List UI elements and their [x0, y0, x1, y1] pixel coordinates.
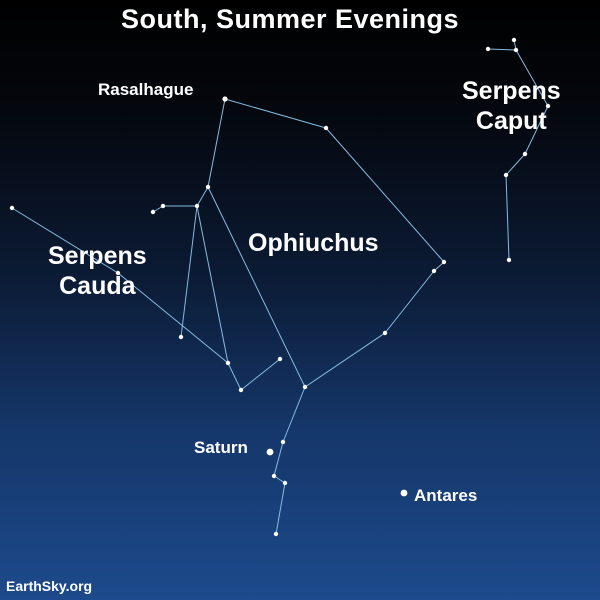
star: [485, 46, 491, 52]
label-serpens-caput-line2: Caput: [475, 107, 547, 135]
star: [238, 387, 244, 393]
constellation-line: [505, 174, 510, 261]
star: [194, 203, 200, 209]
star: [506, 257, 512, 263]
label-serpens-caput: Serpens Caput: [462, 76, 561, 136]
star: [205, 184, 211, 190]
constellation-line: [487, 48, 517, 51]
label-serpens-cauda-line2: Cauda: [59, 272, 136, 300]
star: [503, 172, 509, 178]
star: [431, 268, 437, 274]
constellation-line: [433, 261, 445, 272]
star: [160, 203, 166, 209]
constellation-line: [180, 205, 198, 338]
star: [323, 125, 329, 131]
star: [222, 96, 228, 102]
constellation-line: [282, 386, 306, 443]
saturn-point: [266, 448, 274, 456]
star: [9, 205, 15, 211]
star: [382, 330, 388, 336]
star: [511, 37, 517, 43]
constellation-line: [196, 186, 209, 207]
label-ophiuchus: Ophiuchus: [248, 229, 379, 257]
constellation-line: [224, 98, 327, 129]
star: [441, 259, 447, 265]
label-rasalhague: Rasalhague: [98, 80, 194, 99]
constellation-line: [240, 358, 281, 391]
constellation-line: [275, 482, 286, 535]
star: [271, 473, 277, 479]
constellation-line: [524, 105, 549, 155]
star: [302, 384, 308, 390]
label-serpens-cauda: Serpens Cauda: [48, 241, 147, 301]
star: [178, 334, 184, 340]
stars: [9, 37, 551, 537]
star: [273, 531, 279, 537]
constellation-line: [227, 362, 242, 391]
constellation-line: [207, 186, 306, 388]
antares-point: [400, 489, 408, 497]
constellation-line: [505, 153, 526, 176]
constellation-line: [196, 205, 229, 364]
label-serpens-caput-line1: Serpens: [462, 77, 561, 105]
star: [150, 209, 156, 215]
star: [277, 356, 283, 362]
constellation-line: [515, 49, 549, 107]
star: [115, 270, 121, 276]
star: [522, 151, 528, 157]
label-saturn: Saturn: [194, 438, 248, 457]
label-antares: Antares: [414, 486, 478, 505]
chart-title: South, Summer Evenings: [120, 4, 460, 34]
star: [282, 480, 288, 486]
constellation-line: [384, 270, 435, 334]
constellation-line: [273, 441, 284, 477]
star: [280, 439, 286, 445]
credit-earthsky: EarthSky.org: [6, 578, 93, 594]
constellation-line: [325, 127, 445, 263]
constellation-line: [207, 98, 226, 188]
constellation-line: [117, 272, 229, 364]
star: [513, 47, 519, 53]
label-serpens-cauda-line1: Serpens: [48, 242, 147, 270]
star: [545, 103, 551, 109]
constellation-line: [304, 332, 386, 388]
constellation-lines: [11, 39, 549, 535]
star: [225, 360, 231, 366]
constellation-line: [11, 207, 119, 274]
